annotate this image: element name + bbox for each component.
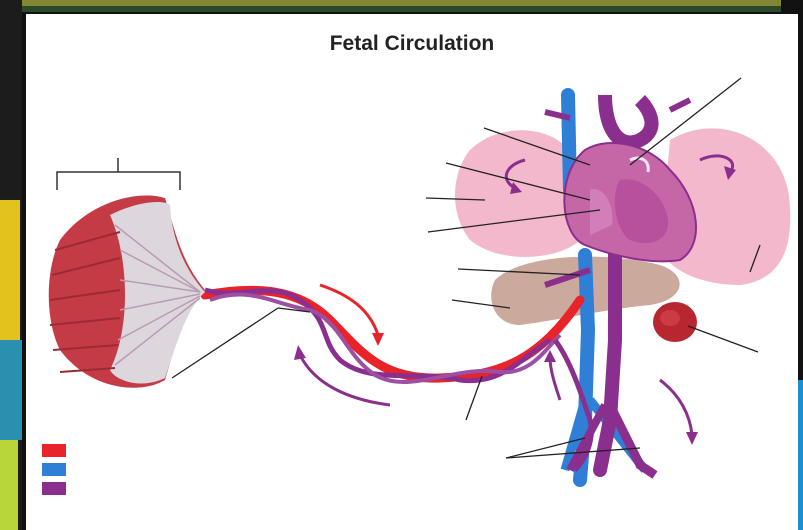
mixed-blood-swatch xyxy=(42,482,66,495)
legend xyxy=(42,444,66,501)
flow-arrow-red xyxy=(320,285,378,335)
aorta xyxy=(605,95,652,143)
placenta xyxy=(49,195,205,387)
oxygenated-blood-swatch xyxy=(42,444,66,457)
deoxygenated-blood-swatch xyxy=(42,463,66,476)
leader-lines xyxy=(172,78,760,458)
placenta-bracket xyxy=(57,158,180,190)
flow-arrow-purple-lower xyxy=(550,357,560,400)
left-lung xyxy=(455,130,580,257)
flow-arrow-purple-right xyxy=(660,380,692,435)
